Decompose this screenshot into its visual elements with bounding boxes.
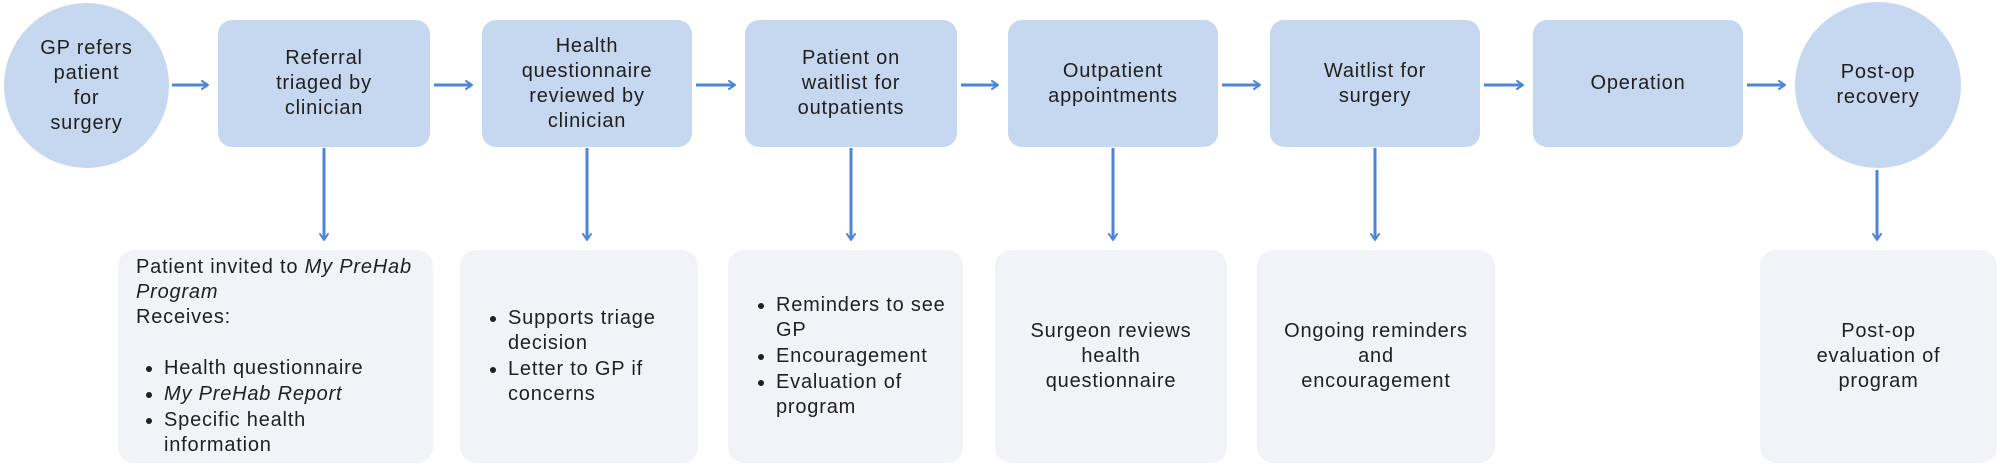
detail-box-questionnaire-reviewed: Supports triage decision Letter to GP if… <box>460 250 698 463</box>
detail-box-surgery-waitlist: Ongoing reminders and encouragement <box>1257 250 1495 463</box>
bullet-item: Supports triage decision <box>508 306 682 356</box>
bullet-item: Specific health information <box>164 408 415 458</box>
detail-box-outpatient-waitlist: Reminders to see GP Encouragement Evalua… <box>728 250 963 463</box>
flow-node-outpatient-appointments: Outpatient appointments <box>1008 20 1218 147</box>
bullet-item: Reminders to see GP <box>776 293 949 343</box>
flow-node-referral-triaged: Referral triaged by clinician <box>218 20 430 147</box>
flow-node-postop-recovery: Post-op recovery <box>1795 2 1961 168</box>
detail-box-referral-triaged: Patient invited to My PreHab Program Rec… <box>118 250 433 463</box>
bullet-item: Encouragement <box>776 344 949 369</box>
bullet-item: Evaluation of program <box>776 370 949 420</box>
detail-bullet-list: Health questionnaire My PreHab Report Sp… <box>136 355 415 459</box>
detail-bullet-list: Supports triage decision Letter to GP if… <box>480 305 682 408</box>
flow-node-outpatient-waitlist: Patient on waitlist for outpatients <box>745 20 957 147</box>
flow-node-operation: Operation <box>1533 20 1743 147</box>
detail-receives-label: Receives: <box>136 305 232 328</box>
detail-intro: Patient invited to My PreHab Program <box>136 255 412 303</box>
bullet-item: Health questionnaire <box>164 356 415 381</box>
flow-node-surgery-waitlist: Waitlist for surgery <box>1270 20 1480 147</box>
detail-bullet-list: Reminders to see GP Encouragement Evalua… <box>748 292 949 421</box>
bullet-item: Letter to GP if concerns <box>508 357 682 407</box>
detail-box-postop-recovery: Post-op evaluation of program <box>1760 250 1997 463</box>
bullet-item: My PreHab Report <box>164 382 415 407</box>
detail-box-outpatient-appointments: Surgeon reviews health questionnaire <box>995 250 1227 463</box>
flow-node-questionnaire-reviewed: Health questionnaire reviewed by clinici… <box>482 20 692 147</box>
flow-node-gp-refers: GP refers patient for surgery <box>4 3 169 168</box>
